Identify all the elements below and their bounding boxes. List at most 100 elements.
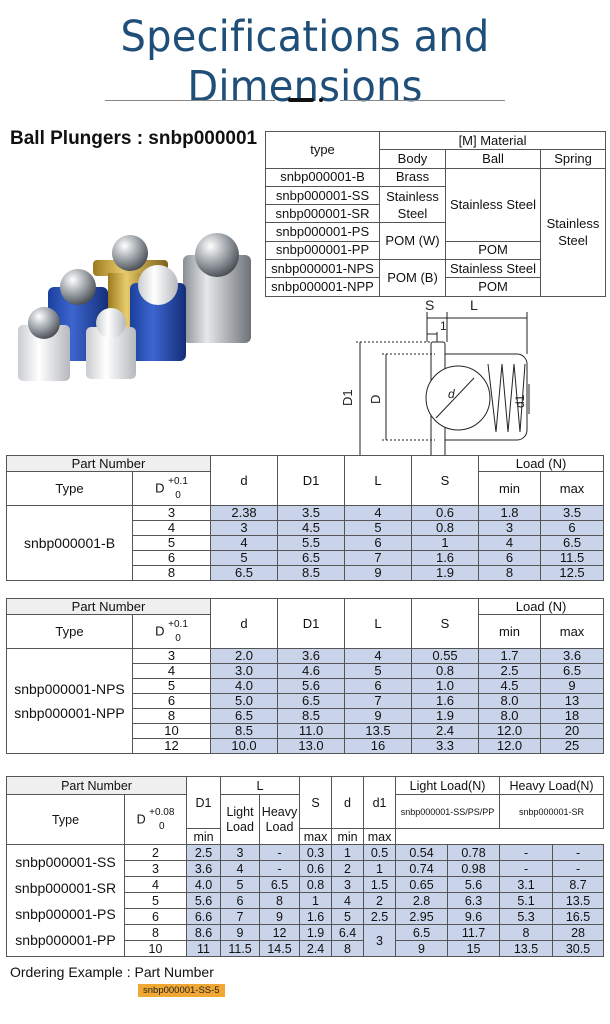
table-cell: - [259,844,301,861]
d-cell: 6 [131,550,212,566]
table-cell: 6.4 [331,924,365,941]
table-cell: 5 [344,663,413,679]
table-cell: 15 [447,940,501,957]
table-cell: 11 [186,940,222,957]
table-cell: 3.6 [540,648,605,664]
table-cell: 1 [363,860,397,877]
table-cell: 2.5 [363,908,397,925]
table-cell: 5 [220,876,261,893]
type-cell: snbp000001-PP [265,240,380,261]
heavy-load-header: Heavy Load(N) [499,776,605,795]
d-cell: 5 [131,535,212,551]
type-cell: snbp000001-NPS [265,259,380,279]
col-d1-small: d1 [363,776,397,829]
table-cell: 1.7 [478,648,542,664]
d-cell: 6 [131,693,212,709]
table-cell: 1 [331,844,365,861]
col-ball: Ball [445,149,541,169]
d-cell: 3 [131,648,212,664]
table-cell: 0.8 [411,663,480,679]
dimension-drawing: S L 1 D1 D d d1 [340,298,530,456]
table-cell: 3 [220,844,261,861]
table-cell: 6 [344,678,413,694]
spec-table-b: Part Number d D1 L S Load (N) Type D +0.… [5,455,605,581]
type-cell: snbp000001-B [265,167,380,187]
table-cell: 6.3 [447,892,501,909]
table-cell: 8.6 [186,924,222,941]
table-cell: 4 [210,535,279,551]
d-cell: 10 [123,940,188,957]
table-cell: 6.5 [277,693,346,709]
table-cell: 1 [411,535,480,551]
d-cell: 4 [131,520,212,536]
table-cell: 0.5 [363,844,397,861]
type-cell: snbp000001-SS [265,185,380,206]
table-cell: - [259,860,301,877]
col-d1: D1 [277,598,346,649]
table-cell: 5 [210,550,279,566]
table-cell: 1.6 [411,550,480,566]
table-cell: 3.6 [186,860,222,877]
table-cell: 3.3 [411,738,480,754]
table-cell: 0.74 [395,860,449,877]
table-cell: 30.5 [552,940,605,957]
col-d: d [210,455,279,506]
table-cell: - [552,844,605,861]
table-cell: 8 [331,940,365,957]
type-header: type [265,131,380,169]
table-cell: 13 [540,693,605,709]
col-s: S [411,598,480,649]
table-cell: 18 [540,708,605,724]
table-cell: 3.5 [277,505,346,521]
table-cell: 5.5 [277,535,346,551]
body-cell: Stainless Steel [379,185,446,224]
table-cell: 6.5 [395,924,449,941]
d-cell: 3 [123,860,188,877]
label-d1-small: d1 [513,394,527,408]
table-cell: 1.0 [411,678,480,694]
col-d1: D1 [277,455,346,506]
table-cell: 0.65 [395,876,449,893]
ball-cell: Stainless Steel [445,259,541,279]
table-cell: 9 [344,708,413,724]
table-cell: 6 [220,892,261,909]
table-cell: 13.5 [344,723,413,739]
table-cell: 6 [478,550,542,566]
table-cell: 6 [540,520,605,536]
table-cell: 9 [395,940,449,957]
table-cell: 3 [210,520,279,536]
d-cell: 6 [123,908,188,925]
label-d-small: d [448,387,455,401]
table-cell: 28 [552,924,605,941]
type-cell: snbp000001-PS [265,222,380,242]
table-cell: 0.78 [447,844,501,861]
col-min: min [478,614,542,649]
col-d: d [210,598,279,649]
col-d1: D1 [186,776,222,829]
type-name-cell: snbp000001-B [6,505,133,581]
table-cell: 20 [540,723,605,739]
table-cell: 13.5 [552,892,605,909]
table-cell: 12 [259,924,301,941]
table-cell: 5.1 [499,892,554,909]
table-cell: 5 [331,908,365,925]
table-cell: 4.0 [210,678,279,694]
table-cell: 6.6 [186,908,222,925]
table-cell: 6.5 [259,876,301,893]
table-cell: 5.6 [447,876,501,893]
page-title: Specifications and Dimensions [120,12,490,112]
table-cell: 16.5 [552,908,605,925]
table-cell: 4 [344,648,413,664]
product-photo [18,233,251,381]
table-cell: 8.7 [552,876,605,893]
material-header: [M] Material [378,130,607,151]
spec-table-ss: Part Number D1 L S d d1 Light Load(N) He… [5,776,605,957]
